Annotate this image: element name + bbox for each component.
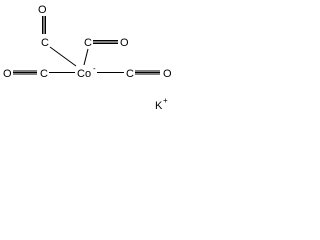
oxygen-atom: O <box>38 4 47 16</box>
carbonyl-ligand-upper-left: O C <box>38 4 77 67</box>
chemical-structure: Co - O C C O O C C O K + <box>3 4 172 112</box>
cobalt-charge: - <box>93 64 96 73</box>
single-bond <box>83 48 89 66</box>
oxygen-atom: O <box>163 68 172 80</box>
carbon-atom: C <box>40 68 48 80</box>
oxygen-atom: O <box>3 68 12 80</box>
carbonyl-ligand-right: C O <box>97 68 172 80</box>
oxygen-atom: O <box>120 37 129 49</box>
carbon-atom: C <box>84 37 92 49</box>
potassium-ion: K + <box>155 96 168 112</box>
single-bond <box>49 46 77 67</box>
potassium-charge: + <box>163 96 168 105</box>
carbon-atom: C <box>126 68 134 80</box>
cobalt-atom: Co <box>77 68 91 80</box>
carbon-atom: C <box>41 37 49 49</box>
potassium-atom: K <box>155 100 163 112</box>
carbonyl-ligand-left: O C <box>3 68 75 80</box>
carbonyl-ligand-upper-right: C O <box>83 37 129 66</box>
